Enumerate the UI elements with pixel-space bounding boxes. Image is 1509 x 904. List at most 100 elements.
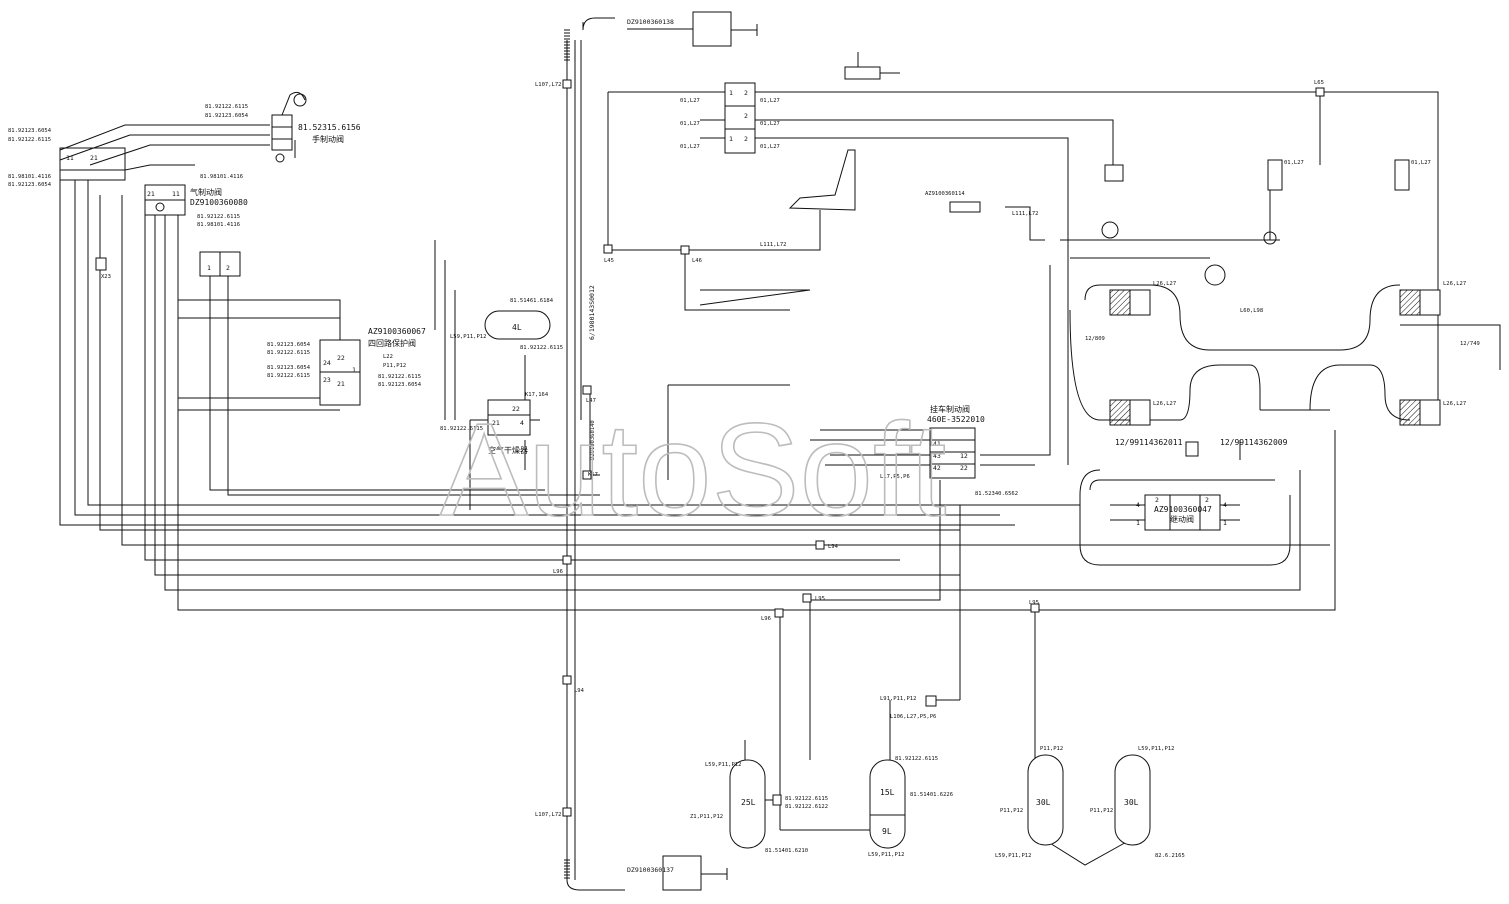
tank-15l-9l: 15L 9L 81.92122.6115 81.51401.6226 L59,P… [868, 696, 953, 858]
svg-text:1: 1 [729, 135, 733, 143]
svg-text:81.92123.6054: 81.92123.6054 [267, 342, 311, 348]
svg-text:L111,L72: L111,L72 [1012, 211, 1039, 217]
svg-text:81.92122.6115: 81.92122.6115 [895, 756, 938, 762]
right-top-devices: 01,L27 01,L27 [1104, 159, 1431, 191]
svg-text:L26,L27: L26,L27 [1153, 401, 1176, 407]
svg-text:DZ9100360138: DZ9100360138 [627, 18, 674, 26]
tank-30l-left: 30L P11,P12 P11,P12 L59,P11,P12 [995, 746, 1064, 859]
svg-text:L94: L94 [574, 688, 585, 694]
svg-text:继动阀: 继动阀 [1170, 514, 1194, 524]
svg-text:挂车制动阀: 挂车制动阀 [930, 404, 970, 414]
svg-text:25L: 25L [741, 798, 756, 807]
svg-text:L26,L27: L26,L27 [1443, 281, 1466, 287]
svg-text:AZ9100360047: AZ9100360047 [1154, 505, 1212, 514]
svg-text:81.92122.6115: 81.92122.6115 [440, 426, 483, 432]
svg-text:2: 2 [226, 264, 230, 272]
svg-text:21: 21 [492, 419, 500, 427]
watermark: AutoSoft [439, 395, 947, 544]
svg-text:P11,P12: P11,P12 [1000, 808, 1023, 814]
svg-text:82.6.2165: 82.6.2165 [1155, 853, 1185, 859]
svg-text:2: 2 [744, 112, 748, 120]
svg-text:4: 4 [520, 419, 524, 427]
svg-text:41: 41 [933, 440, 941, 448]
svg-text:01,L27: 01,L27 [680, 98, 700, 104]
svg-text:81.92122.6115: 81.92122.6115 [378, 374, 421, 380]
svg-text:01,L27: 01,L27 [680, 144, 700, 150]
x23-connector: X23 [95, 257, 111, 280]
svg-text:L65: L65 [1314, 80, 1324, 86]
svg-text:L95: L95 [1029, 600, 1039, 606]
tank-check-valve [772, 695, 937, 806]
svg-text:1: 1 [1223, 519, 1227, 527]
svg-text:L59,P11,P12: L59,P11,P12 [705, 762, 741, 768]
svg-text:81.92123.6054: 81.92123.6054 [8, 128, 52, 134]
svg-text:L59,P11,P12: L59,P11,P12 [1138, 746, 1174, 752]
svg-text:K57: K57 [588, 472, 598, 478]
svg-text:15L: 15L [880, 788, 895, 797]
tee-markers: L45 L46 L47 K57 L96 L94 L94 L95 L96 L95 … [535, 79, 1325, 818]
svg-text:01,L27: 01,L27 [1284, 160, 1304, 166]
tank-4l: 4L 81.51461.6184 L59,P11,P12 81.92122.61… [450, 298, 563, 351]
svg-text:81.92122.6115: 81.92122.6115 [8, 137, 51, 143]
svg-text:30L: 30L [1124, 798, 1139, 807]
svg-text:L17,P5,P6: L17,P5,P6 [880, 474, 910, 480]
svg-text:L59,P11,P12: L59,P11,P12 [450, 334, 486, 340]
svg-text:L26,L27: L26,L27 [1153, 281, 1176, 287]
svg-text:L59,P11,P12: L59,P11,P12 [868, 852, 904, 858]
svg-text:L107,L72: L107,L72 [535, 82, 562, 88]
svg-text:81.92122.6115: 81.92122.6115 [520, 345, 563, 351]
svg-text:01,L27: 01,L27 [760, 144, 780, 150]
svg-text:AZ9100360114: AZ9100360114 [925, 191, 965, 197]
svg-text:L60,L98: L60,L98 [1240, 308, 1263, 314]
top-right-cluster: L111,L72 AZ9100360114 L111,L72 [760, 52, 1039, 248]
svg-text:L59,P11,P12: L59,P11,P12 [995, 853, 1031, 859]
svg-text:1: 1 [1136, 519, 1140, 527]
svg-text:气制动阀: 气制动阀 [190, 187, 222, 197]
svg-text:L22: L22 [383, 354, 393, 360]
svg-text:AZ9100360067: AZ9100360067 [368, 327, 426, 336]
svg-text:30L: 30L [1036, 798, 1051, 807]
svg-text:01,L27: 01,L27 [760, 121, 780, 127]
svg-text:81.92123.6054: 81.92123.6054 [8, 182, 52, 188]
svg-text:DZ9100360080: DZ9100360080 [190, 198, 248, 207]
svg-text:2: 2 [744, 89, 748, 97]
three-way-valve: 2 2 2 1 1 01,L27 01,L27 01,L27 01,L27 01… [680, 82, 780, 154]
svg-text:K17,164: K17,164 [525, 392, 549, 398]
svg-text:81.92123.6054: 81.92123.6054 [378, 382, 422, 388]
svg-text:01,L27: 01,L27 [760, 98, 780, 104]
svg-text:21: 21 [337, 380, 345, 388]
svg-text:21: 21 [147, 190, 155, 198]
svg-text:81.98101.4116: 81.98101.4116 [197, 222, 240, 228]
svg-text:81.51401.6226: 81.51401.6226 [910, 792, 953, 798]
svg-text:81.92122.6115: 81.92122.6115 [197, 214, 240, 220]
brake-chambers: L26,L27 L26,L27 L26,L27 L26,L27 12/809 1… [1085, 281, 1480, 426]
svg-text:12/749: 12/749 [1460, 341, 1480, 347]
svg-text:手制动阀: 手制动阀 [312, 134, 344, 144]
svg-text:11: 11 [172, 190, 180, 198]
svg-text:L111,L72: L111,L72 [760, 242, 787, 248]
svg-text:43: 43 [933, 452, 941, 460]
svg-text:460E-3522010: 460E-3522010 [927, 415, 985, 424]
svg-text:21: 21 [90, 154, 98, 162]
svg-text:1: 1 [352, 366, 356, 374]
svg-text:DZ9100360137: DZ9100360137 [627, 866, 674, 874]
svg-text:23: 23 [323, 376, 331, 384]
svg-text:81.98101.4116: 81.98101.4116 [200, 174, 243, 180]
svg-text:Z1,P11,P12: Z1,P11,P12 [690, 814, 723, 820]
svg-text:L94: L94 [828, 544, 839, 550]
svg-text:L26,L27: L26,L27 [1443, 401, 1466, 407]
svg-text:22: 22 [337, 354, 345, 362]
hand-brake-valve: 81.52315.6156 手制动阀 81.92122.6115 81.9212… [8, 91, 361, 188]
svg-text:81.51401.6210: 81.51401.6210 [765, 848, 808, 854]
small-relay-box: 1 2 [199, 251, 241, 277]
tank-30l-right: 30L L59,P11,P12 P11,P12 82.6.2165 [1090, 746, 1185, 859]
svg-text:4: 4 [1136, 501, 1140, 509]
svg-text:81.92123.6054: 81.92123.6054 [205, 113, 249, 119]
svg-text:81.92122.6115: 81.92122.6115 [267, 350, 310, 356]
bottom-valve-box: DZ9100360137 [627, 855, 728, 891]
svg-text:11: 11 [66, 154, 74, 162]
svg-text:81.92122.6115: 81.92122.6115 [785, 796, 828, 802]
svg-text:9L: 9L [882, 827, 892, 836]
svg-text:12/99114362009: 12/99114362009 [1220, 438, 1288, 447]
brake-pedal [788, 149, 856, 235]
